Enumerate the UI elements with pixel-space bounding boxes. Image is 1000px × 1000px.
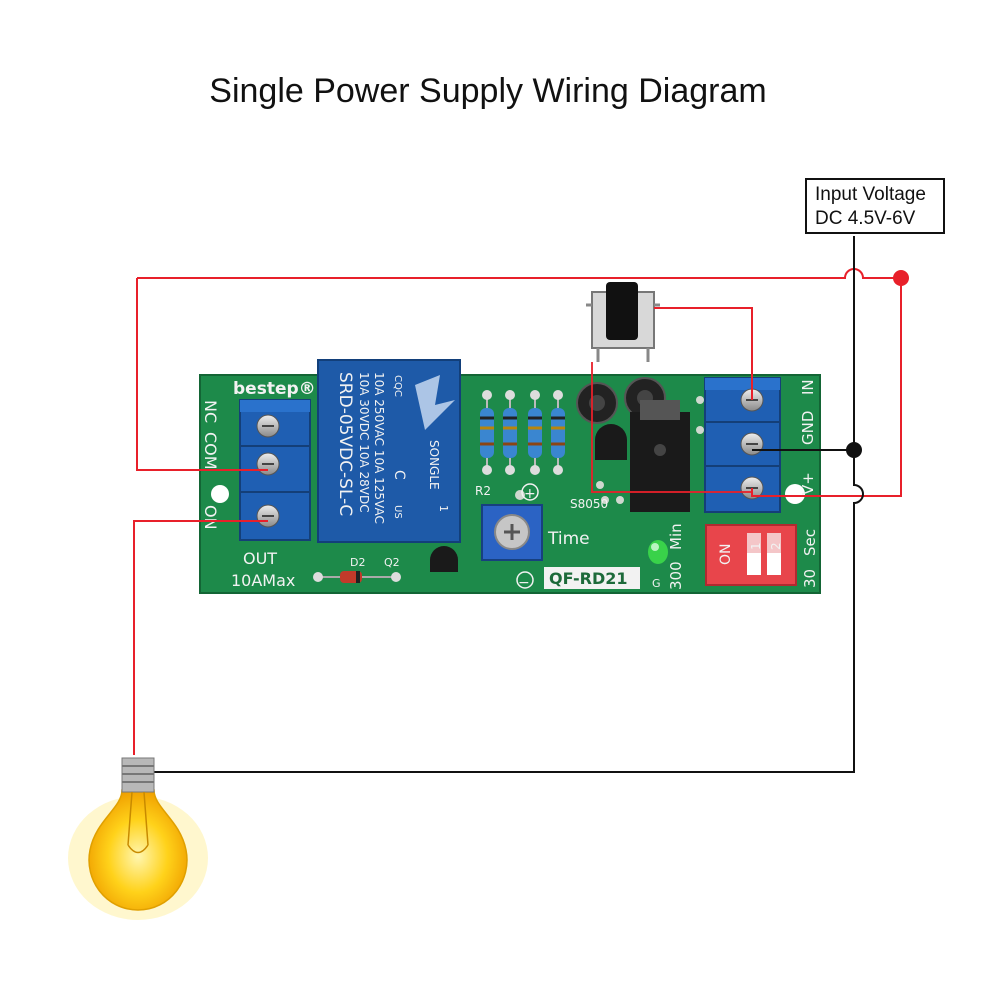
mount-hole <box>785 484 805 504</box>
relay-rating-1: 10A 250VAC 10A 125VAC <box>372 372 386 524</box>
relay-us: US <box>392 505 403 519</box>
relay-ce: C <box>391 470 407 480</box>
plus-label: + <box>524 486 536 502</box>
brand-label: bestep® <box>233 379 316 399</box>
dip-on-label: ON <box>718 544 734 566</box>
range-min-label: 300 <box>667 561 685 590</box>
range-sec-label: 30 <box>801 569 819 588</box>
out-label: OUT <box>243 549 277 568</box>
wire-com <box>136 278 268 471</box>
page-title: Single Power Supply Wiring Diagram <box>209 72 767 110</box>
in-label: IN <box>799 379 817 395</box>
relay-board: 10A 250VAC 10A 125VAC 10A 30VDC 10A 28VD… <box>199 359 821 594</box>
voltage-regulator <box>630 400 690 512</box>
mount-hole <box>211 485 229 503</box>
gnd-label: GND <box>799 411 817 445</box>
wire-button-in <box>654 307 753 400</box>
vplus-label: V+ <box>799 472 817 495</box>
transistor-label: S8050 <box>570 497 608 511</box>
dip-2-label: 2 <box>769 542 783 550</box>
wire-button-board <box>591 362 752 493</box>
q2-label: Q2 <box>384 556 400 569</box>
nc-label: NC <box>201 400 220 423</box>
out-rating-label: 10AMax <box>231 571 295 590</box>
resistor <box>551 408 565 458</box>
transistor-s8050 <box>595 424 627 460</box>
input-voltage-box: Input Voltage DC 4.5V-6V <box>805 178 945 234</box>
input-voltage-range: DC 4.5V-6V <box>815 208 916 229</box>
junction-ground <box>846 442 862 458</box>
push-button[interactable] <box>586 282 660 362</box>
sec-label: Sec <box>801 529 819 556</box>
wire-ground <box>150 236 864 773</box>
minus-label: − <box>518 575 530 591</box>
resistor <box>480 408 494 458</box>
dip-switch[interactable] <box>705 524 797 586</box>
relay-model: SRD-05VDC-SL-C <box>335 372 355 516</box>
r2-label: R2 <box>475 484 491 498</box>
relay: 10A 250VAC 10A 125VAC 10A 30VDC 10A 28VD… <box>317 359 461 543</box>
relay-brand: SONGLE <box>427 440 441 490</box>
wire-positive-top <box>137 268 901 279</box>
input-voltage-label: Input Voltage <box>815 184 926 205</box>
wires <box>133 236 902 773</box>
diode-d2 <box>313 571 401 583</box>
resistor <box>503 408 517 458</box>
model-label: QF-RD21 <box>549 569 628 588</box>
time-label: Time <box>547 529 590 549</box>
resistor <box>528 408 542 458</box>
relay-cqc: CQC <box>392 375 403 397</box>
dip-1-label: 1 <box>749 542 763 550</box>
songle-logo <box>415 375 455 430</box>
min-label: Min <box>667 523 685 550</box>
led-green <box>648 540 668 564</box>
junction-positive <box>893 270 909 286</box>
light-bulb-icon <box>68 757 208 920</box>
d2-label: D2 <box>350 556 365 569</box>
on-label: ON <box>201 505 220 530</box>
time-potentiometer[interactable] <box>481 504 543 561</box>
transistor-q2 <box>430 546 458 572</box>
com-label: COM <box>201 432 220 470</box>
relay-pin-one: 1 <box>437 505 450 512</box>
resistor-array <box>480 390 565 475</box>
relay-rating-2: 10A 30VDC 10A 28VDC <box>357 372 371 513</box>
wire-to-bulb <box>133 520 268 755</box>
g-label: G <box>652 577 661 590</box>
